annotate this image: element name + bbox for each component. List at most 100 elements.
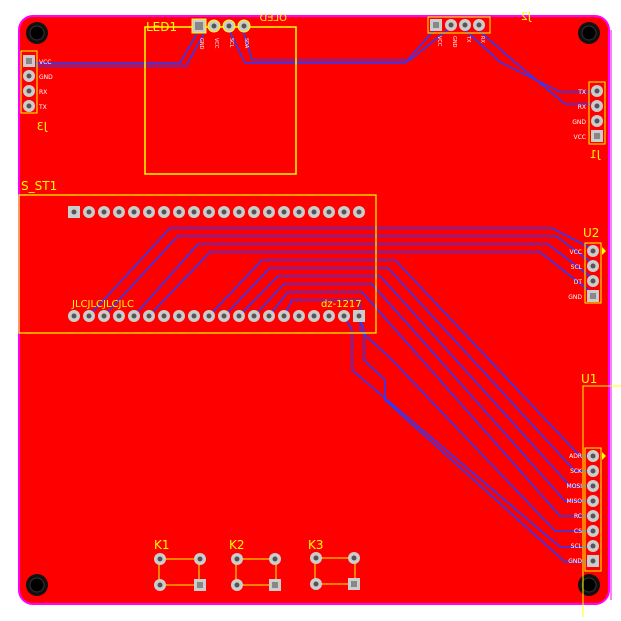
u1-pin-label: MOSI bbox=[567, 483, 583, 490]
s-st1-pad-hole bbox=[161, 313, 167, 319]
u1-pin-column: ADR SCK MOSI MISO RC CS SCL GND bbox=[567, 450, 599, 567]
s-st1-pad-hole bbox=[146, 209, 152, 215]
s-st1-pad-hole bbox=[86, 313, 92, 319]
led1-pin4-label: SDA bbox=[243, 38, 249, 49]
j3-footprint: VCC GND RX TX J3 bbox=[20, 50, 53, 133]
u1-pad-hole bbox=[590, 528, 596, 534]
k2-designator: K2 bbox=[229, 538, 245, 552]
s-st1-pad-hole bbox=[266, 313, 272, 319]
u1-pin-label: GND bbox=[568, 558, 582, 565]
u1-pad-hole bbox=[590, 498, 596, 504]
s-st1-pad-hole bbox=[131, 313, 137, 319]
s-st1-pad-hole bbox=[191, 313, 197, 319]
u2-footprint: U2 VCC SCL DT GND bbox=[568, 226, 606, 304]
j2-pin3-label: TX bbox=[465, 35, 471, 43]
s-st1-pad-hole bbox=[326, 209, 332, 215]
s-st1-top-pin-row bbox=[68, 206, 365, 218]
led1-footprint: LED1 OLED GND VCC SCL SDA bbox=[144, 13, 297, 175]
j2-footprint: J2 VCC GND TX RX bbox=[427, 10, 532, 48]
s-st1-pad-hole bbox=[296, 209, 302, 215]
s-st1-pad-hole bbox=[116, 209, 122, 215]
s-st1-pad-hole bbox=[176, 209, 182, 215]
j2-pin1-label: VCC bbox=[436, 36, 442, 47]
s-st1-pad-hole bbox=[176, 313, 182, 319]
u2-pin3-label: DT bbox=[574, 279, 583, 286]
s-st1-pad-hole bbox=[311, 313, 317, 319]
s-st1-pad-hole bbox=[206, 313, 212, 319]
s-st1-model: dz-1217 bbox=[321, 299, 362, 310]
j3-pin4-label: TX bbox=[38, 104, 47, 111]
u2-pin2-label: SCL bbox=[571, 264, 583, 271]
k2-footprint: K2 bbox=[229, 538, 281, 591]
s-st1-pad-hole bbox=[326, 313, 332, 319]
s-st1-pad-hole bbox=[266, 209, 272, 215]
u2-pin4-label: GND bbox=[568, 294, 582, 301]
k1-footprint: K1 bbox=[154, 538, 206, 591]
s-st1-designator: S_ST1 bbox=[21, 179, 57, 193]
s-st1-pad-hole bbox=[251, 209, 257, 215]
j1-pin3-label: GND bbox=[572, 119, 586, 126]
u1-pad-hole bbox=[590, 543, 596, 549]
j3-pin3-label: RX bbox=[39, 89, 47, 96]
s-st1-footprint: S_ST1 JLCJLCJLCJLC dz-1217 bbox=[18, 179, 377, 334]
u1-designator: U1 bbox=[581, 372, 597, 386]
u1-pin-label: SCK bbox=[570, 468, 583, 475]
s-st1-pad-hole bbox=[236, 209, 242, 215]
s-st1-pad-hole bbox=[116, 313, 122, 319]
u1-pad-hole bbox=[590, 453, 596, 459]
u1-pad-hole bbox=[590, 468, 596, 474]
j3-designator: J3 bbox=[37, 120, 48, 133]
k1-designator: K1 bbox=[154, 538, 170, 552]
s-st1-pad-hole bbox=[341, 209, 347, 215]
s-st1-pad-hole bbox=[311, 209, 317, 215]
j1-footprint: TX RX GND VCC J1 bbox=[572, 81, 606, 161]
u1-pin-label: MISO bbox=[567, 498, 583, 505]
s-st1-pad-hole bbox=[281, 313, 287, 319]
s-st1-pad-hole bbox=[191, 209, 197, 215]
u1-pin-label: RC bbox=[574, 513, 582, 520]
s-st1-pad-hole bbox=[131, 209, 137, 215]
u2-pin1-label: VCC bbox=[570, 249, 582, 256]
s-st1-pad-hole bbox=[341, 313, 347, 319]
s-st1-pad-hole bbox=[251, 313, 257, 319]
u1-pin-label: CS bbox=[574, 528, 582, 535]
k3-designator: K3 bbox=[308, 538, 324, 552]
j3-pin2-label: GND bbox=[39, 74, 53, 81]
j1-pin2-label: RX bbox=[578, 104, 586, 111]
s-st1-pad-hole bbox=[86, 209, 92, 215]
led1-mirror-label: OLED bbox=[259, 13, 287, 24]
led1-pin1-label: GND bbox=[198, 38, 204, 50]
s-st1-pad-hole bbox=[101, 313, 107, 319]
led1-pin3-label: SCL bbox=[228, 38, 234, 48]
u1-pin-label: SCL bbox=[571, 543, 583, 550]
s-st1-pad-hole bbox=[296, 313, 302, 319]
s-st1-pad-hole bbox=[356, 209, 362, 215]
s-st1-bottom-pin-row bbox=[68, 310, 365, 322]
u1-pin-label: ADR bbox=[569, 453, 582, 460]
s-st1-pad-hole bbox=[71, 209, 77, 215]
j2-pin2-label: GND bbox=[451, 36, 457, 48]
j3-pin1-label: VCC bbox=[39, 59, 51, 66]
s-st1-pad-hole bbox=[281, 209, 287, 215]
j2-pin4-label: RX bbox=[479, 36, 485, 43]
k3-footprint: K3 bbox=[308, 538, 360, 590]
led1-designator: LED1 bbox=[146, 20, 177, 34]
s-st1-pad-hole bbox=[356, 313, 362, 319]
s-st1-marking: JLCJLCJLCJLC bbox=[71, 299, 134, 310]
j1-pin4-label: VCC bbox=[574, 134, 586, 141]
s-st1-pad-hole bbox=[221, 209, 227, 215]
u1-pad-hole bbox=[590, 513, 596, 519]
s-st1-pad-hole bbox=[236, 313, 242, 319]
led1-pin2-label: VCC bbox=[213, 38, 219, 49]
u1-footprint: U1 ADR SCK MOSI MISO RC CS SCL GND bbox=[567, 372, 621, 617]
j1-designator: J1 bbox=[590, 148, 601, 161]
u1-pad-hole bbox=[590, 558, 596, 564]
j2-designator: J2 bbox=[521, 10, 532, 23]
mounting-holes bbox=[26, 22, 600, 596]
s-st1-pad-hole bbox=[221, 313, 227, 319]
u2-designator: U2 bbox=[583, 226, 599, 240]
s-st1-pad-hole bbox=[71, 313, 77, 319]
s-st1-pad-hole bbox=[146, 313, 152, 319]
